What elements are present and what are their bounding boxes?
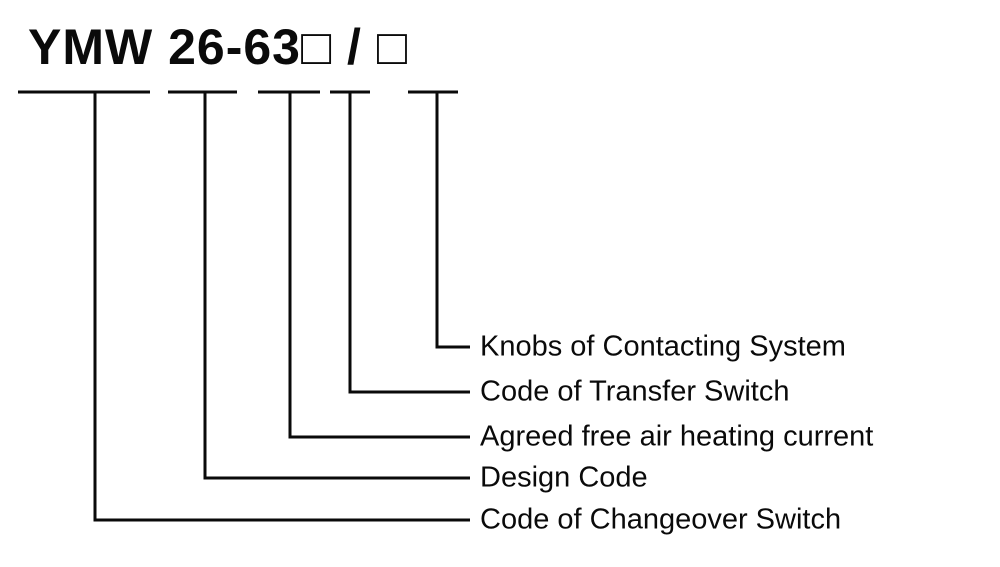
leader-changeover-switch [93, 92, 470, 522]
leader-transfer-switch [348, 92, 470, 394]
leader-heating-current [288, 92, 470, 439]
label-agreed-free-air-heating-current: Agreed free air heating current [480, 420, 874, 453]
label-design-code: Design Code [480, 461, 648, 494]
label-code-of-changeover-switch: Code of Changeover Switch [480, 503, 842, 536]
leader-design-code [203, 92, 470, 480]
label-code-of-transfer-switch: Code of Transfer Switch [480, 375, 790, 408]
model-code-title: YMW 26-63□ / □ [28, 19, 409, 75]
label-knobs-of-contacting-system: Knobs of Contacting System [480, 330, 846, 363]
leader-contacting-system [435, 92, 470, 349]
